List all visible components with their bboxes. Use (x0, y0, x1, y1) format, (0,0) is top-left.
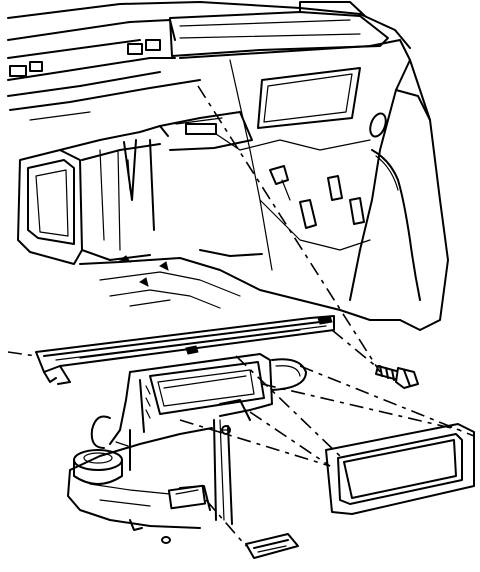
heater-core-housing (67, 353, 307, 544)
alignment-lines (7, 85, 475, 547)
cowl-panel (35, 315, 335, 385)
instrument-panel (7, 1, 411, 121)
mounting-bolt (375, 365, 419, 389)
drain-clip (167, 484, 299, 559)
firewall-panel (179, 39, 449, 331)
duct-seal (325, 423, 475, 515)
floor-area (79, 249, 301, 309)
air-duct-opening (17, 111, 253, 265)
